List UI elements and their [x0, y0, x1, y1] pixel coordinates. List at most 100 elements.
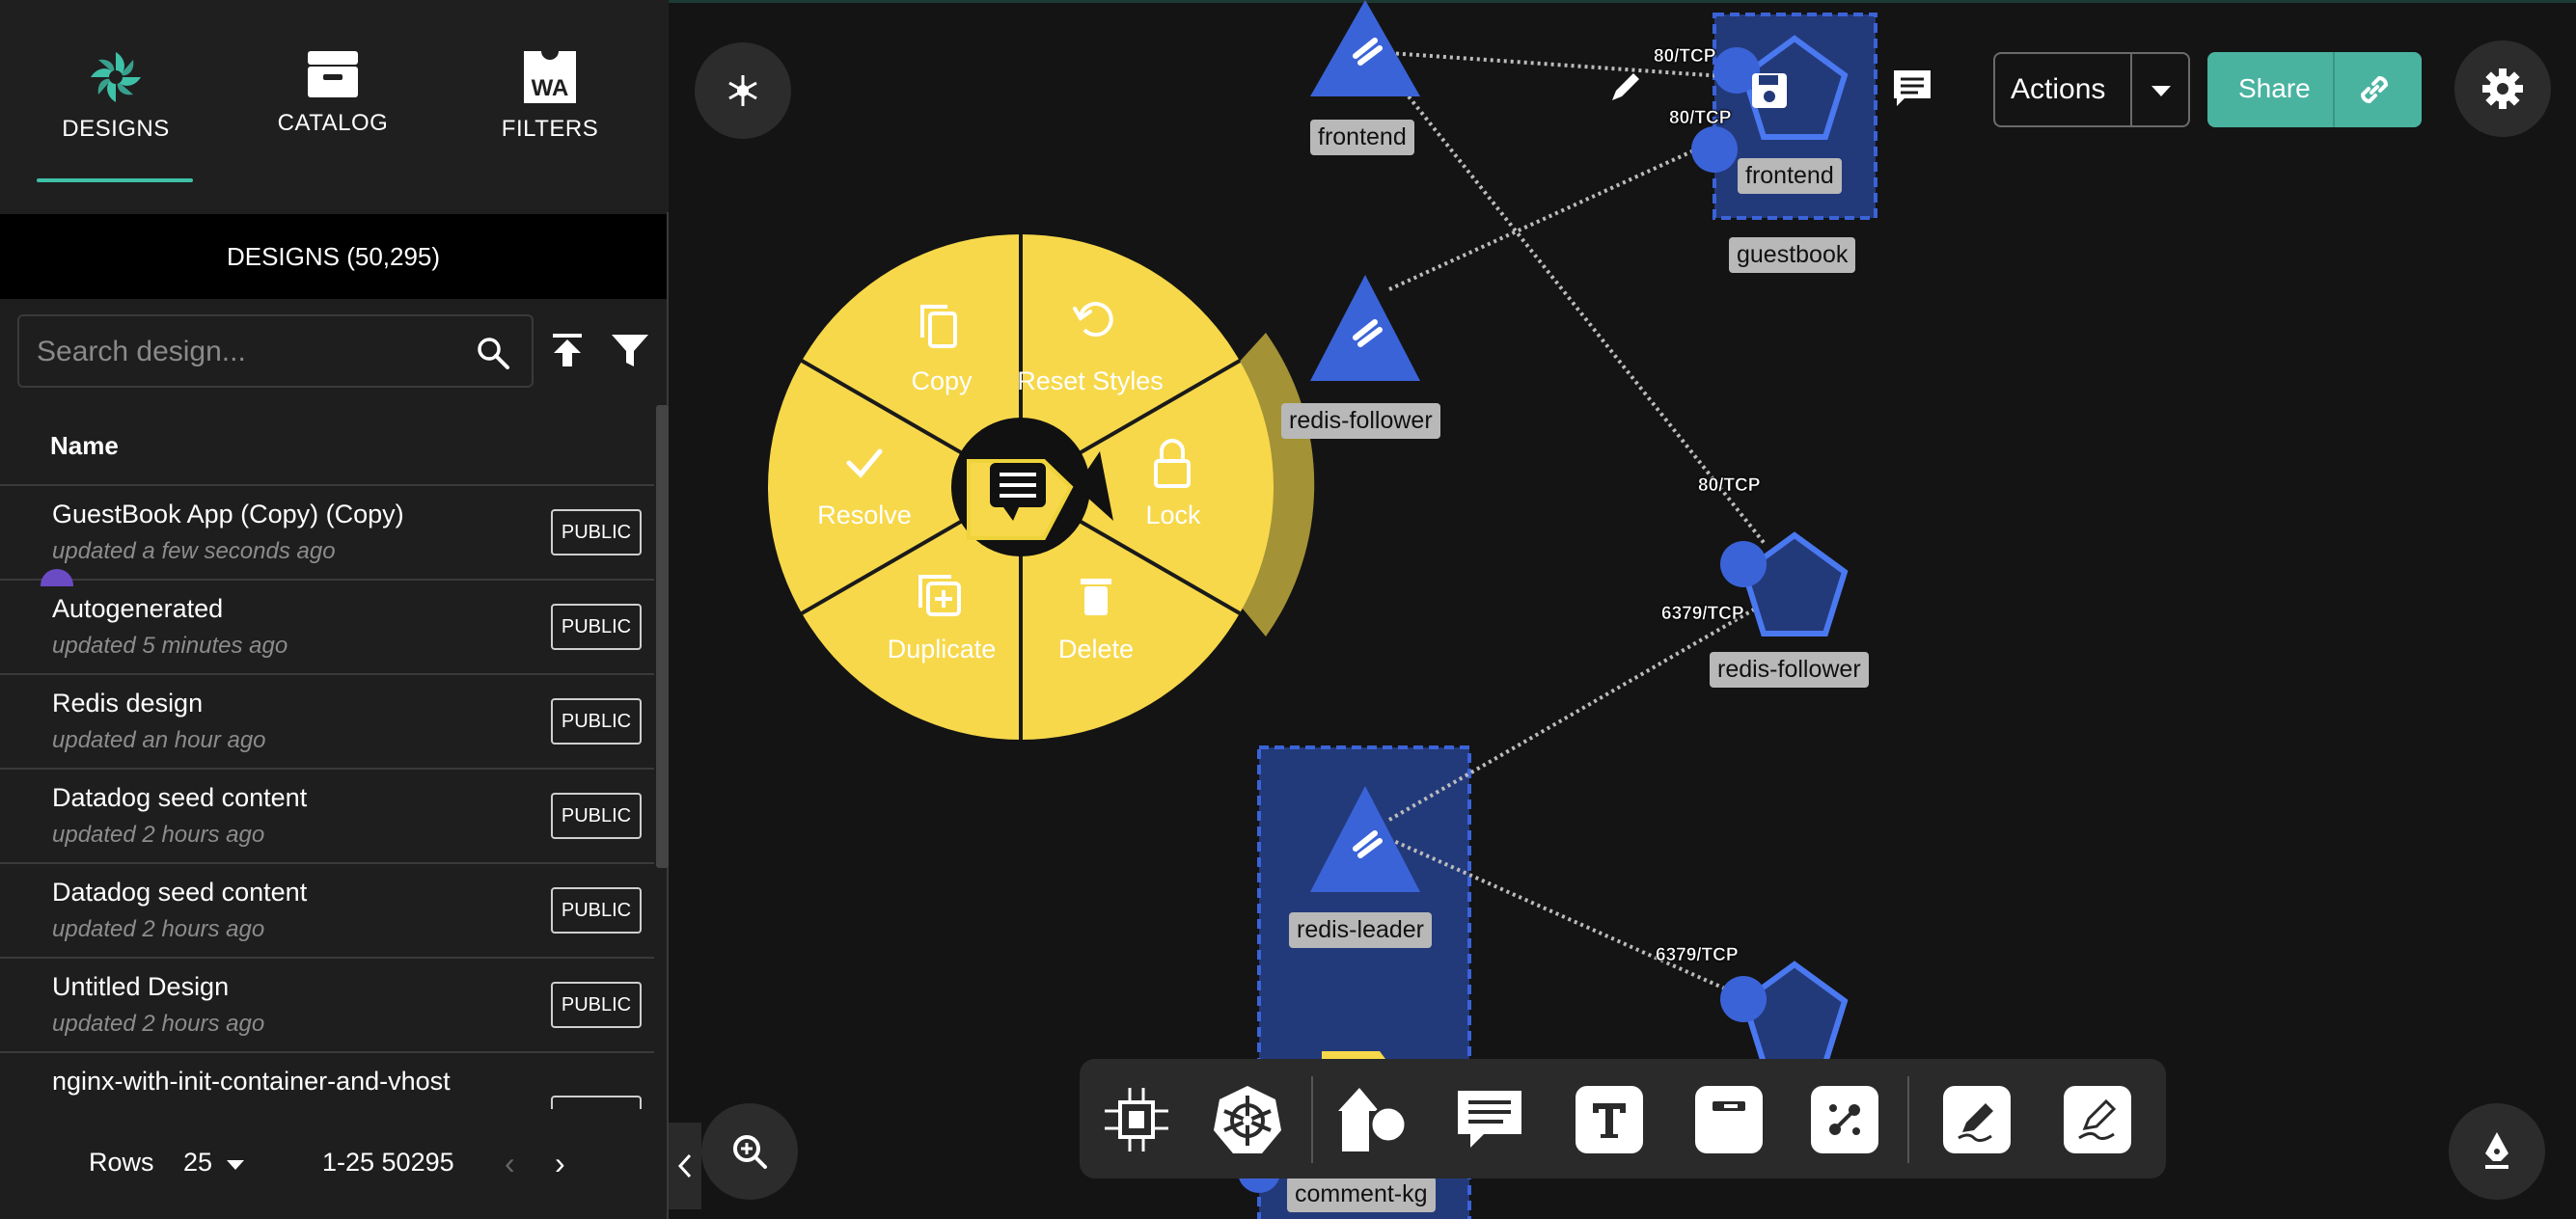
designs-sidebar: DESIGNS CATALOG WA FILTERS DESIGNS [0, 0, 669, 1219]
chevron-down-icon[interactable] [227, 1160, 244, 1170]
design-updated: updated 5 minutes ago [52, 633, 288, 659]
radial-copy-label[interactable]: Copy [911, 366, 973, 395]
pencil-icon[interactable] [1606, 68, 1645, 111]
kubernetes-helm-button[interactable] [695, 42, 791, 139]
redis-leader-deployment-node[interactable] [1310, 786, 1420, 892]
designs-list: GuestBook App (Copy) (Copy) updated a fe… [0, 405, 656, 1109]
text-tool-icon[interactable] [1576, 1086, 1643, 1153]
design-updated: updated a few seconds ago [52, 538, 336, 564]
pen-tool-icon[interactable] [1943, 1086, 2011, 1153]
port-dot[interactable] [1720, 976, 1767, 1022]
next-page-icon[interactable]: › [555, 1146, 565, 1180]
design-name: Autogenerated [52, 594, 224, 623]
design-toolbar [1080, 1059, 2166, 1178]
shapes-icon[interactable] [1335, 1080, 1414, 1159]
visibility-badge[interactable]: PUBLIC [551, 982, 642, 1028]
filter-icon[interactable] [611, 334, 649, 373]
list-item[interactable]: Redis design updated an hour ago PUBLIC [0, 673, 654, 770]
duplicate-icon [918, 575, 961, 616]
actions-button[interactable]: Actions [1993, 52, 2190, 127]
tab-filters[interactable]: WA FILTERS [453, 39, 646, 143]
radial-duplicate-label[interactable]: Duplicate [887, 635, 997, 664]
settings-button[interactable] [2454, 41, 2551, 137]
tab-filters-label: FILTERS [501, 116, 599, 142]
visibility-badge[interactable]: PUBLIC [551, 887, 642, 934]
publish-button[interactable] [2449, 1103, 2545, 1200]
check-icon [846, 448, 883, 478]
svg-text:WA: WA [532, 75, 569, 101]
visibility-badge[interactable]: PUBLIC [551, 698, 642, 745]
comment-icon[interactable] [1891, 68, 1933, 113]
name-column-header[interactable]: Name [50, 431, 119, 460]
visibility-badge[interactable]: PUBLIC [551, 793, 642, 839]
page-range: 1-25 50295 [322, 1148, 454, 1177]
sidebar-tabs: DESIGNS CATALOG WA FILTERS [0, 0, 669, 212]
node-label-guestbook: guestbook [1729, 237, 1856, 273]
search-icon[interactable] [476, 336, 510, 375]
divider [2333, 52, 2335, 127]
tab-catalog[interactable]: CATALOG [236, 39, 429, 137]
redis-follower-deployment-node[interactable] [1310, 275, 1420, 381]
design-name: Datadog seed content [52, 783, 308, 812]
visibility-badge[interactable]: PUBLIC [551, 509, 642, 555]
list-item[interactable]: Datadog seed content updated 2 hours ago… [0, 862, 654, 959]
collapse-sidebar-button[interactable] [669, 1123, 701, 1209]
radial-reset-styles-label[interactable]: Reset Styles [1017, 366, 1164, 395]
design-updated: updated 2 hours ago [52, 1011, 265, 1037]
active-tab-indicator [37, 178, 193, 182]
radial-resolve-label[interactable]: Resolve [817, 501, 912, 529]
port-dot[interactable] [1720, 541, 1767, 587]
port-label: 80/TCP [1654, 46, 1716, 68]
search-input[interactable] [35, 316, 463, 388]
zoom-button[interactable] [701, 1103, 798, 1200]
rows-per-page-select[interactable]: 25 [183, 1148, 213, 1177]
design-updated: updated 2 hours ago [52, 916, 265, 942]
comment-tool-icon[interactable] [1450, 1080, 1529, 1159]
port-label: 6379/TCP [1661, 604, 1744, 625]
previous-page-icon[interactable]: ‹ [505, 1146, 515, 1180]
list-item[interactable]: Autogenerated updated 5 minutes ago PUBL… [0, 579, 654, 675]
radial-delete-label[interactable]: Delete [1057, 635, 1135, 664]
toolbar-separator [1311, 1076, 1313, 1163]
port-label: 6379/TCP [1656, 945, 1739, 966]
list-scrollbar[interactable] [656, 405, 669, 868]
list-item[interactable]: nginx-with-init-container-and-vhost PUBL… [0, 1051, 654, 1109]
design-name: GuestBook App (Copy) (Copy) [52, 500, 404, 528]
node-label-frontend-service: frontend [1738, 158, 1842, 194]
frontend-deployment-node[interactable] [1310, 0, 1420, 96]
connector-tool-icon[interactable] [1811, 1086, 1878, 1153]
chevron-down-icon[interactable] [2151, 86, 2171, 96]
tab-catalog-label: CATALOG [277, 110, 389, 136]
upload-design-icon[interactable] [550, 332, 585, 373]
port-dot[interactable] [1713, 47, 1760, 94]
design-updated: updated an hour ago [52, 727, 266, 753]
trash-icon [1081, 579, 1111, 615]
chevron-left-icon [677, 1153, 692, 1178]
visibility-badge[interactable]: PUBLIC [551, 1096, 642, 1109]
node-label-redis-follower: redis-follower [1281, 403, 1440, 439]
section-tool-icon[interactable] [1695, 1086, 1763, 1153]
share-button[interactable]: Share [2207, 52, 2422, 127]
list-item[interactable]: Datadog seed content updated 2 hours ago… [0, 768, 654, 864]
list-item[interactable]: GuestBook App (Copy) (Copy) updated a fe… [0, 484, 654, 581]
design-name: Datadog seed content [52, 878, 308, 907]
designs-count-header: DESIGNS (50,295) [0, 214, 667, 299]
save-icon[interactable] [1752, 73, 1787, 108]
port-dot[interactable] [1691, 126, 1738, 173]
tab-designs-label: DESIGNS [62, 116, 170, 142]
wasm-filter-icon: WA [453, 39, 646, 116]
link-icon[interactable] [2352, 68, 2397, 119]
visibility-badge[interactable]: PUBLIC [551, 604, 642, 650]
design-updated: updated 2 hours ago [52, 822, 265, 848]
node-label-comment-kg: comment-kg [1287, 1177, 1436, 1212]
tab-designs[interactable]: DESIGNS [19, 39, 212, 143]
freehand-tool-icon[interactable] [2064, 1086, 2131, 1153]
lock-icon [1154, 439, 1191, 488]
pagination: Rows 25 1-25 50295 ‹ › [0, 1128, 667, 1205]
list-item[interactable]: Untitled Design updated 2 hours ago PUBL… [0, 957, 654, 1053]
radial-lock-label[interactable]: Lock [1145, 501, 1201, 529]
kubernetes-icon[interactable] [1208, 1080, 1287, 1159]
component-icon[interactable] [1097, 1080, 1176, 1159]
design-name: Untitled Design [52, 972, 230, 1001]
